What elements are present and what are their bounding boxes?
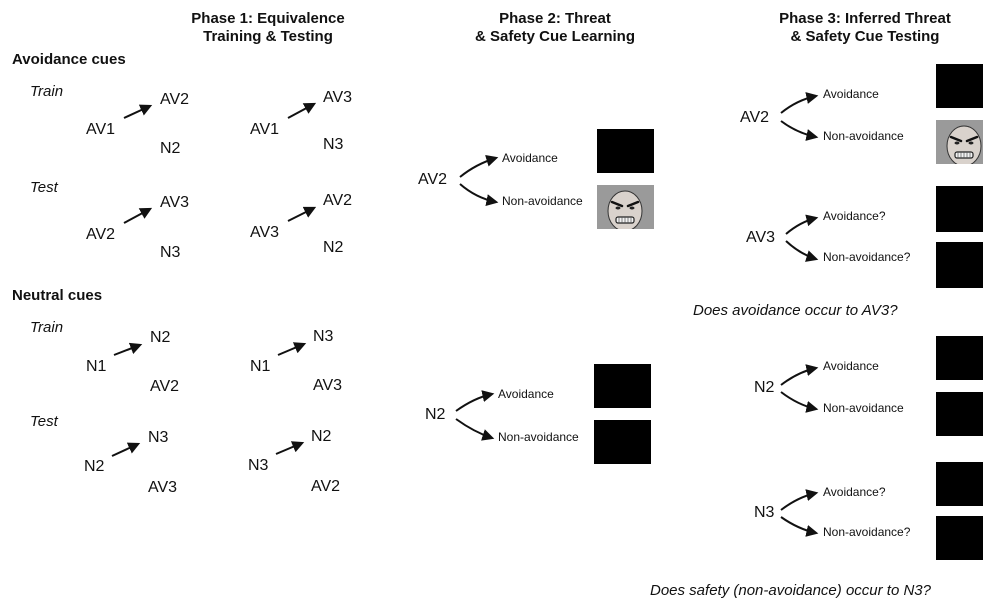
phase2-n2-avoidance-outcome-box — [594, 364, 651, 408]
phase3-n2-avoidance-outcome-box — [936, 336, 983, 380]
phase3-n2-cue: N2 — [754, 379, 775, 396]
phase3-av2-avoidance-label: Avoidance — [823, 87, 879, 101]
phase3-av3-nonavoidance-label: Non-avoidance? — [823, 250, 911, 264]
phase2-n2-cue: N2 — [425, 406, 446, 423]
arrow-neutral-train-1 — [113, 342, 143, 356]
arrow-p2-n2-nonavoidance — [455, 418, 495, 441]
avoid-test-2-foil: N2 — [323, 239, 344, 256]
angry-face-icon — [936, 120, 983, 164]
arrow-avoid-test-1 — [123, 207, 153, 224]
phase3-av2-cue: AV2 — [740, 109, 770, 126]
neutral-train-1-target: N2 — [150, 329, 171, 346]
phase2-n2-avoidance-label: Avoidance — [498, 387, 554, 401]
arrow-neutral-train-2 — [277, 342, 307, 356]
phase3-n3-nonavoidance-outcome-box — [936, 516, 983, 560]
neutral-test-2-foil: AV2 — [311, 478, 341, 495]
neutral-train-1-sample: N1 — [86, 358, 107, 375]
neutral-test-1-target: N3 — [148, 429, 169, 446]
phase3-n3-avoidance-outcome-box — [936, 462, 983, 506]
phase2-title: Phase 2: Threat & Safety Cue Learning — [455, 10, 655, 46]
arrow-avoid-train-2 — [287, 102, 317, 119]
arrow-p2-n2-avoidance — [455, 390, 495, 412]
avoid-train-2-sample: AV1 — [250, 121, 280, 138]
phase3-n3-nonavoidance-label: Non-avoidance? — [823, 525, 911, 539]
arrow-p3-av3-avoidance — [785, 214, 819, 235]
phase1-title-line1: Phase 1: Equivalence — [191, 10, 345, 27]
phase3-title: Phase 3: Inferred Threat & Safety Cue Te… — [755, 10, 975, 46]
phase3-n2-nonavoidance-label: Non-avoidance — [823, 401, 904, 415]
phase3-av2-nonavoidance-label: Non-avoidance — [823, 129, 904, 143]
avoid-test-1-target: AV3 — [160, 194, 190, 211]
arrow-p3-av2-nonavoidance — [780, 120, 819, 141]
angry-face-graphic — [597, 185, 654, 229]
phase3-av3-cue: AV3 — [746, 229, 776, 246]
arrow-p3-n2-nonavoidance — [780, 391, 819, 413]
arrow-p3-n2-avoidance — [780, 364, 819, 386]
avoid-test-1-foil: N3 — [160, 244, 181, 261]
neutral-cues-title: Neutral cues — [12, 287, 103, 304]
phase3-title-line1: Phase 3: Inferred Threat — [779, 10, 951, 27]
phase3-av3-avoidance-label: Avoidance? — [823, 209, 886, 223]
phase1-title: Phase 1: Equivalence Training & Testing — [168, 10, 368, 46]
phase3-n3-avoidance-label: Avoidance? — [823, 485, 886, 499]
neutral-train-label: Train — [30, 319, 64, 336]
question-avoidance-av3: Does avoidance occur to AV3? — [693, 302, 898, 319]
arrow-neutral-test-2 — [275, 441, 305, 455]
phase3-n3-cue: N3 — [754, 504, 775, 521]
avoid-train-2-foil: N3 — [323, 136, 344, 153]
phase2-title-line1: Phase 2: Threat — [499, 10, 611, 27]
avoid-train-1-foil: N2 — [160, 140, 181, 157]
avoidance-cues-title: Avoidance cues — [12, 51, 126, 68]
arrow-p3-av2-avoidance — [780, 92, 819, 114]
neutral-test-label: Test — [30, 413, 58, 430]
phase2-av2-cue: AV2 — [418, 171, 448, 188]
arrow-p3-av3-nonavoidance — [785, 240, 819, 262]
avoid-train-1-sample: AV1 — [86, 121, 116, 138]
neutral-test-1-sample: N2 — [84, 458, 105, 475]
arrow-neutral-test-1 — [111, 442, 141, 457]
phase2-av2-avoidance-outcome-box — [597, 129, 654, 173]
arrow-p2-av2-nonavoidance — [459, 183, 499, 206]
phase2-title-line2: & Safety Cue Learning — [474, 28, 636, 45]
phase1-title-line2: Training & Testing — [203, 28, 333, 45]
neutral-train-2-sample: N1 — [250, 358, 271, 375]
phase3-n2-nonavoidance-outcome-box — [936, 392, 983, 436]
angry-face-graphic — [936, 120, 983, 164]
neutral-test-2-target: N2 — [311, 428, 332, 445]
phase2-av2-nonavoidance-label: Non-avoidance — [502, 194, 583, 208]
phase2-av2-avoidance-label: Avoidance — [502, 151, 558, 165]
avoid-test-1-sample: AV2 — [86, 226, 116, 243]
avoid-test-label: Test — [30, 179, 58, 196]
neutral-train-2-foil: AV3 — [313, 377, 343, 394]
arrow-avoid-train-1 — [123, 104, 153, 119]
avoid-test-2-target: AV2 — [323, 192, 353, 209]
avoid-train-label: Train — [30, 83, 64, 100]
phase2-n2-nonavoidance-label: Non-avoidance — [498, 430, 579, 444]
arrow-p2-av2-avoidance — [459, 155, 499, 178]
phase3-av3-avoidance-outcome-box — [936, 186, 983, 232]
avoid-train-2-target: AV3 — [323, 89, 353, 106]
neutral-train-2-target: N3 — [313, 328, 334, 345]
arrow-p3-n3-nonavoidance — [780, 516, 819, 537]
phase2-n2-nonavoidance-outcome-box — [594, 420, 651, 464]
phase3-av2-avoidance-outcome-box — [936, 64, 983, 108]
neutral-test-1-foil: AV3 — [148, 479, 178, 496]
avoid-test-2-sample: AV3 — [250, 224, 280, 241]
neutral-test-2-sample: N3 — [248, 457, 269, 474]
avoid-train-1-target: AV2 — [160, 91, 190, 108]
phase3-av3-nonavoidance-outcome-box — [936, 242, 983, 288]
arrow-p3-n3-avoidance — [780, 489, 819, 511]
phase3-n2-avoidance-label: Avoidance — [823, 359, 879, 373]
neutral-train-1-foil: AV2 — [150, 378, 180, 395]
phase3-title-line2: & Safety Cue Testing — [790, 28, 940, 45]
question-safety-n3: Does safety (non-avoidance) occur to N3? — [650, 582, 931, 599]
angry-face-icon — [597, 185, 654, 229]
arrow-avoid-test-2 — [287, 206, 317, 222]
